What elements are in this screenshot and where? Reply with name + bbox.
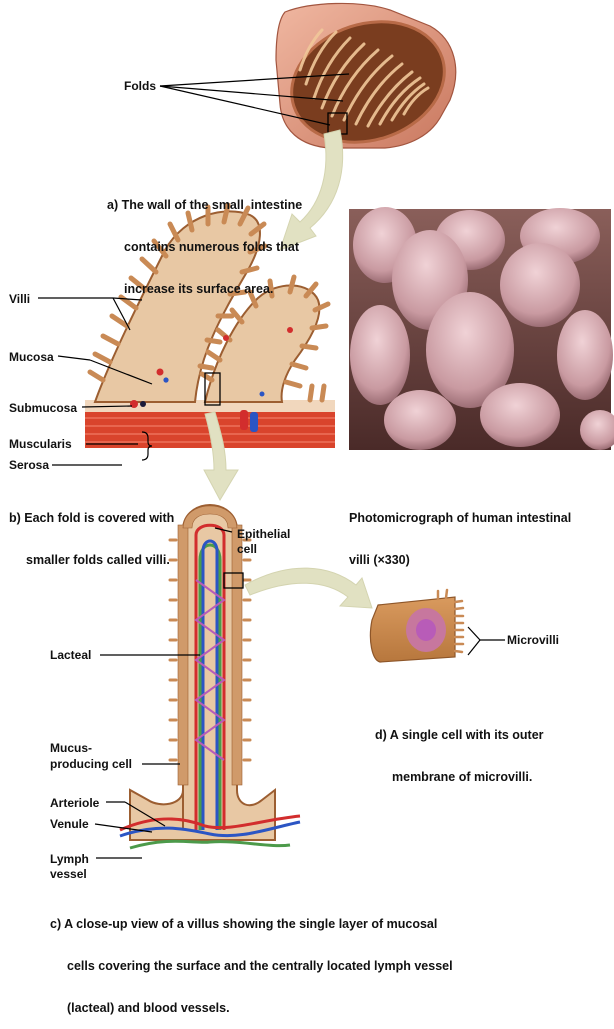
label-lymph-line1: Lymph (50, 852, 89, 866)
label-mucus-line2: producing cell (50, 757, 133, 771)
caption-d: d) A single cell with its outer membrane… (375, 700, 544, 798)
arrow-c-to-d (244, 567, 373, 609)
folds-pointer-lines (159, 73, 350, 126)
caption-photo: Photomicrograph of human intestinal vill… (349, 483, 571, 581)
caption-c: c) A close-up view of a villus showing t… (50, 889, 453, 1029)
label-arteriole: Arteriole (50, 796, 100, 810)
caption-b-line1: b) Each fold is covered with (9, 511, 175, 525)
caption-c-line1: c) A close-up view of a villus showing t… (50, 917, 438, 931)
label-mucus-line1: Mucus- (50, 741, 92, 755)
label-serosa: Serosa (9, 458, 50, 472)
label-villi: Villi (9, 292, 31, 306)
label-folds: Folds (124, 79, 156, 93)
label-mucosa: Mucosa (9, 350, 54, 364)
label-epithelial-cell-line1: Epithelial (237, 527, 291, 541)
label-epithelial-cell-line2: cell (237, 542, 258, 556)
caption-d-line1: d) A single cell with its outer (375, 728, 544, 742)
label-lacteal: Lacteal (50, 648, 92, 662)
fold-cross-section (85, 202, 335, 448)
fold-pointer-lines (38, 297, 153, 466)
label-venule: Venule (50, 817, 89, 831)
single-cell (369, 588, 505, 663)
arrow-b-to-c (203, 411, 239, 502)
intestine-diagram-artwork (38, 2, 614, 859)
caption-d-line2: membrane of microvilli. (392, 770, 533, 784)
caption-c-line2: cells covering the surface and the centr… (67, 959, 453, 973)
caption-b-line2: smaller folds called villi. (26, 553, 170, 567)
caption-photo-line1: Photomicrograph of human intestinal (349, 511, 572, 525)
caption-a: a) The wall of the small intestine conta… (107, 170, 302, 310)
label-lymph-line2: vessel (50, 867, 87, 881)
label-microvilli: Microvilli (507, 633, 560, 647)
villus-pointer-lines (94, 527, 233, 859)
label-muscularis: Muscularis (9, 437, 72, 451)
caption-photo-line2: villi (×330) (349, 553, 410, 567)
caption-b: b) Each fold is covered with smaller fol… (9, 483, 174, 581)
caption-a-line3: increase its surface area. (124, 282, 274, 296)
intestine-tube (275, 2, 457, 149)
caption-a-line2: contains numerous folds that (124, 240, 300, 254)
caption-a-line1: a) The wall of the small intestine (107, 198, 303, 212)
photomicrograph (349, 207, 614, 450)
label-submucosa: Submucosa (9, 401, 78, 415)
caption-c-line3: (lacteal) and blood vessels. (67, 1001, 230, 1015)
arrow-a-to-b (279, 129, 344, 251)
